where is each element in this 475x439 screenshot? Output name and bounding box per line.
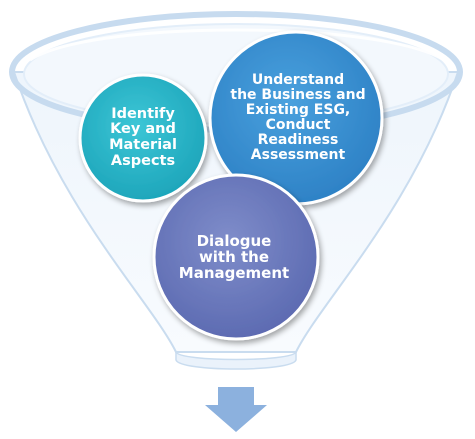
circle-identify xyxy=(78,73,208,203)
circle-dialogue xyxy=(152,173,320,341)
funnel-rim-sheen xyxy=(29,28,445,62)
dialogue-management-label: Dialogue with the Management xyxy=(178,231,290,283)
down-arrow-icon xyxy=(205,387,267,432)
funnel-spout xyxy=(175,351,297,370)
identify-aspects-label: Identify Key and Material Aspects xyxy=(109,105,177,169)
understand-business-label: Understand the Business and Existing ESG… xyxy=(230,71,366,164)
